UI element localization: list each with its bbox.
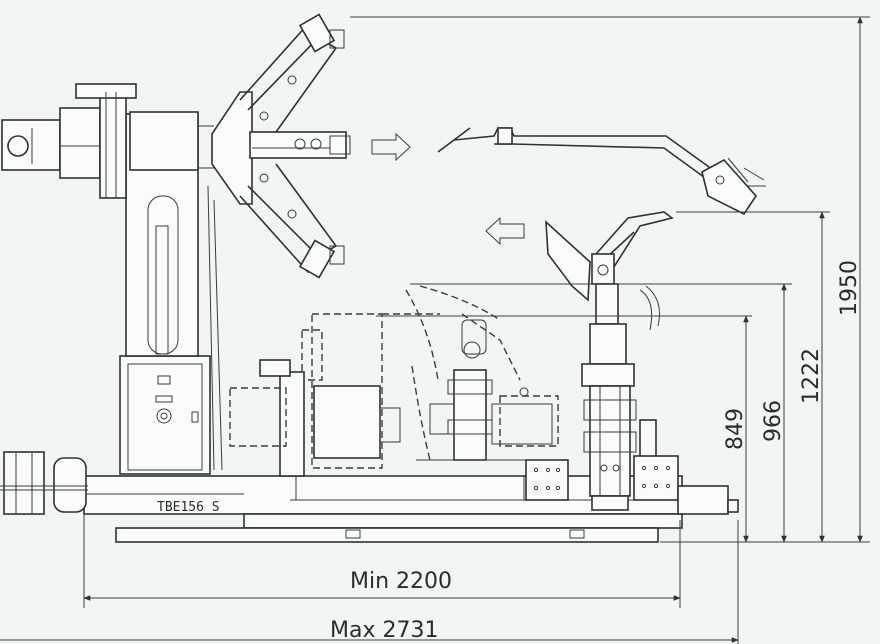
left-shaft-assembly — [1, 83, 137, 199]
model-label: TBE156 S — [157, 500, 220, 515]
tool-carriage — [581, 323, 657, 511]
front-wheel-support — [0, 451, 88, 515]
main-column — [119, 111, 223, 475]
dim-width-max-label: Max 2731 — [330, 618, 438, 643]
dim-height-total-label: 1950 — [837, 260, 862, 316]
clamp-head — [211, 13, 351, 279]
direction-arrows — [371, 132, 525, 246]
dim-height-arm-label: 1222 — [799, 348, 824, 404]
width-dimensions — [0, 514, 739, 644]
machine-base: TBE156 S — [83, 475, 683, 543]
table-blocks — [525, 455, 739, 515]
dim-height-table-label: 849 — [723, 408, 748, 450]
tool-arm-extended — [437, 127, 766, 216]
dim-height-clamp-label: 966 — [761, 400, 786, 442]
tool-arm-retracted — [545, 211, 674, 331]
height-dimensions — [350, 16, 870, 543]
clamp-mechanism — [229, 285, 560, 477]
dim-width-min-label: Min 2200 — [350, 569, 452, 594]
